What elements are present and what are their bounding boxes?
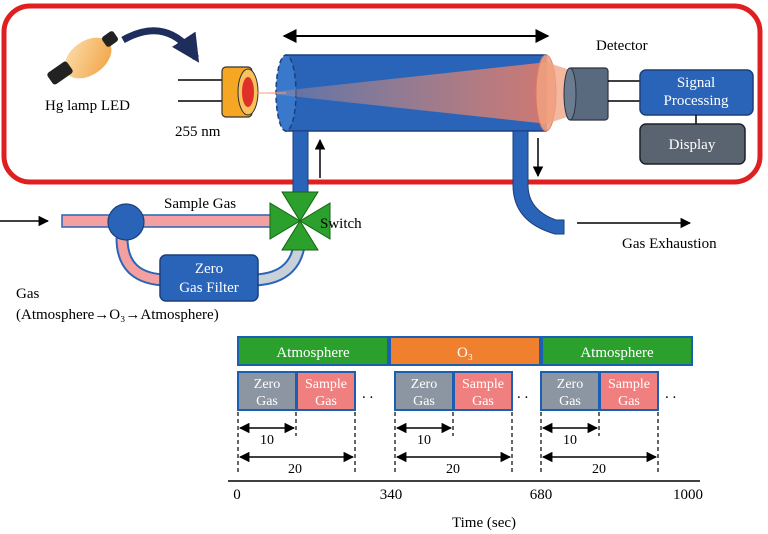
tick-label-680: 680 — [530, 487, 553, 503]
zero-gas-block-2 — [394, 371, 454, 411]
led-source — [221, 66, 259, 118]
display-box — [639, 123, 746, 165]
ellipsis-1: . . — [362, 386, 373, 402]
switch-label: Switch — [320, 216, 362, 232]
sample-gas-block-2 — [453, 371, 513, 411]
signal-processing-line1: Signal — [677, 75, 715, 91]
display-label: Display — [669, 137, 716, 153]
sample-gas-block-1 — [296, 371, 356, 411]
zero-filter-line2: Gas Filter — [179, 280, 239, 296]
zero-gas-text-3a: Zero — [557, 377, 583, 392]
zero-gas-filter — [159, 254, 259, 302]
sample-gas-block-3 — [599, 371, 659, 411]
dim-20-label-1: 20 — [288, 462, 302, 477]
switch-valve-icon — [269, 191, 331, 251]
zero-gas-text-1b: Gas — [256, 394, 278, 409]
phase-label-atmosphere-1: Atmosphere — [276, 345, 350, 361]
time-axis-label: Time (sec) — [452, 515, 516, 531]
outlet-pipe — [512, 130, 565, 235]
sample-gas-text-1b: Gas — [315, 394, 337, 409]
sample-gas-text-1a: Sample — [305, 377, 347, 392]
sample-gas-text-3b: Gas — [618, 394, 640, 409]
tick-label-0: 0 — [233, 487, 241, 503]
hg-lamp-icon — [47, 31, 118, 85]
ellipsis-2: . . — [517, 386, 528, 402]
phase-bar-atmosphere-1 — [237, 336, 389, 366]
sample-gas-text-3a: Sample — [608, 377, 650, 392]
optical-bench-frame — [1, 3, 763, 185]
dim-10-label-2: 10 — [417, 433, 431, 448]
inlet-pipe — [292, 130, 309, 200]
phase-label-atmosphere-2: Atmosphere — [580, 345, 654, 361]
detector — [563, 67, 609, 121]
splitter-node — [107, 203, 145, 241]
gas-label: Gas — [16, 286, 39, 302]
zero-gas-text-3b: Gas — [559, 394, 581, 409]
detector-label: Detector — [596, 38, 648, 54]
wavelength-label: 255 nm — [175, 124, 221, 140]
sample-gas-label: Sample Gas — [164, 196, 236, 212]
gas-sequence: (Atmosphere→O₃→Atmosphere) — [16, 307, 219, 323]
zero-gas-block-3 — [540, 371, 600, 411]
sample-gas-text-2b: Gas — [472, 394, 494, 409]
tick-label-1000: 1000 — [673, 487, 703, 503]
absorption-cell — [262, 54, 557, 132]
dim-10-label-3: 10 — [563, 433, 577, 448]
signal-processing-line2: Processing — [664, 93, 729, 109]
sample-gas-text-2a: Sample — [462, 377, 504, 392]
zero-gas-text-2b: Gas — [413, 394, 435, 409]
tick-label-340: 340 — [380, 487, 403, 503]
phase-bar-ozone — [389, 336, 541, 366]
sample-gas-line — [61, 214, 283, 228]
dim-20-label-2: 20 — [446, 462, 460, 477]
exhaust-label: Gas Exhaustion — [622, 236, 717, 252]
curved-arrow-icon — [121, 27, 200, 63]
zero-gas-text-2a: Zero — [411, 377, 437, 392]
lamp-label: Hg lamp LED — [45, 98, 130, 114]
zero-filter-line1: Zero — [195, 261, 223, 277]
beam-exit — [546, 62, 570, 124]
zero-gas-text-1a: Zero — [254, 377, 280, 392]
phase-label-ozone: O₃ — [457, 345, 473, 361]
dim-10-label-1: 10 — [260, 433, 274, 448]
timing-guides — [237, 412, 659, 474]
dim-20-label-3: 20 — [592, 462, 606, 477]
ellipsis-3: . . — [665, 386, 676, 402]
phase-bar-atmosphere-2 — [541, 336, 693, 366]
